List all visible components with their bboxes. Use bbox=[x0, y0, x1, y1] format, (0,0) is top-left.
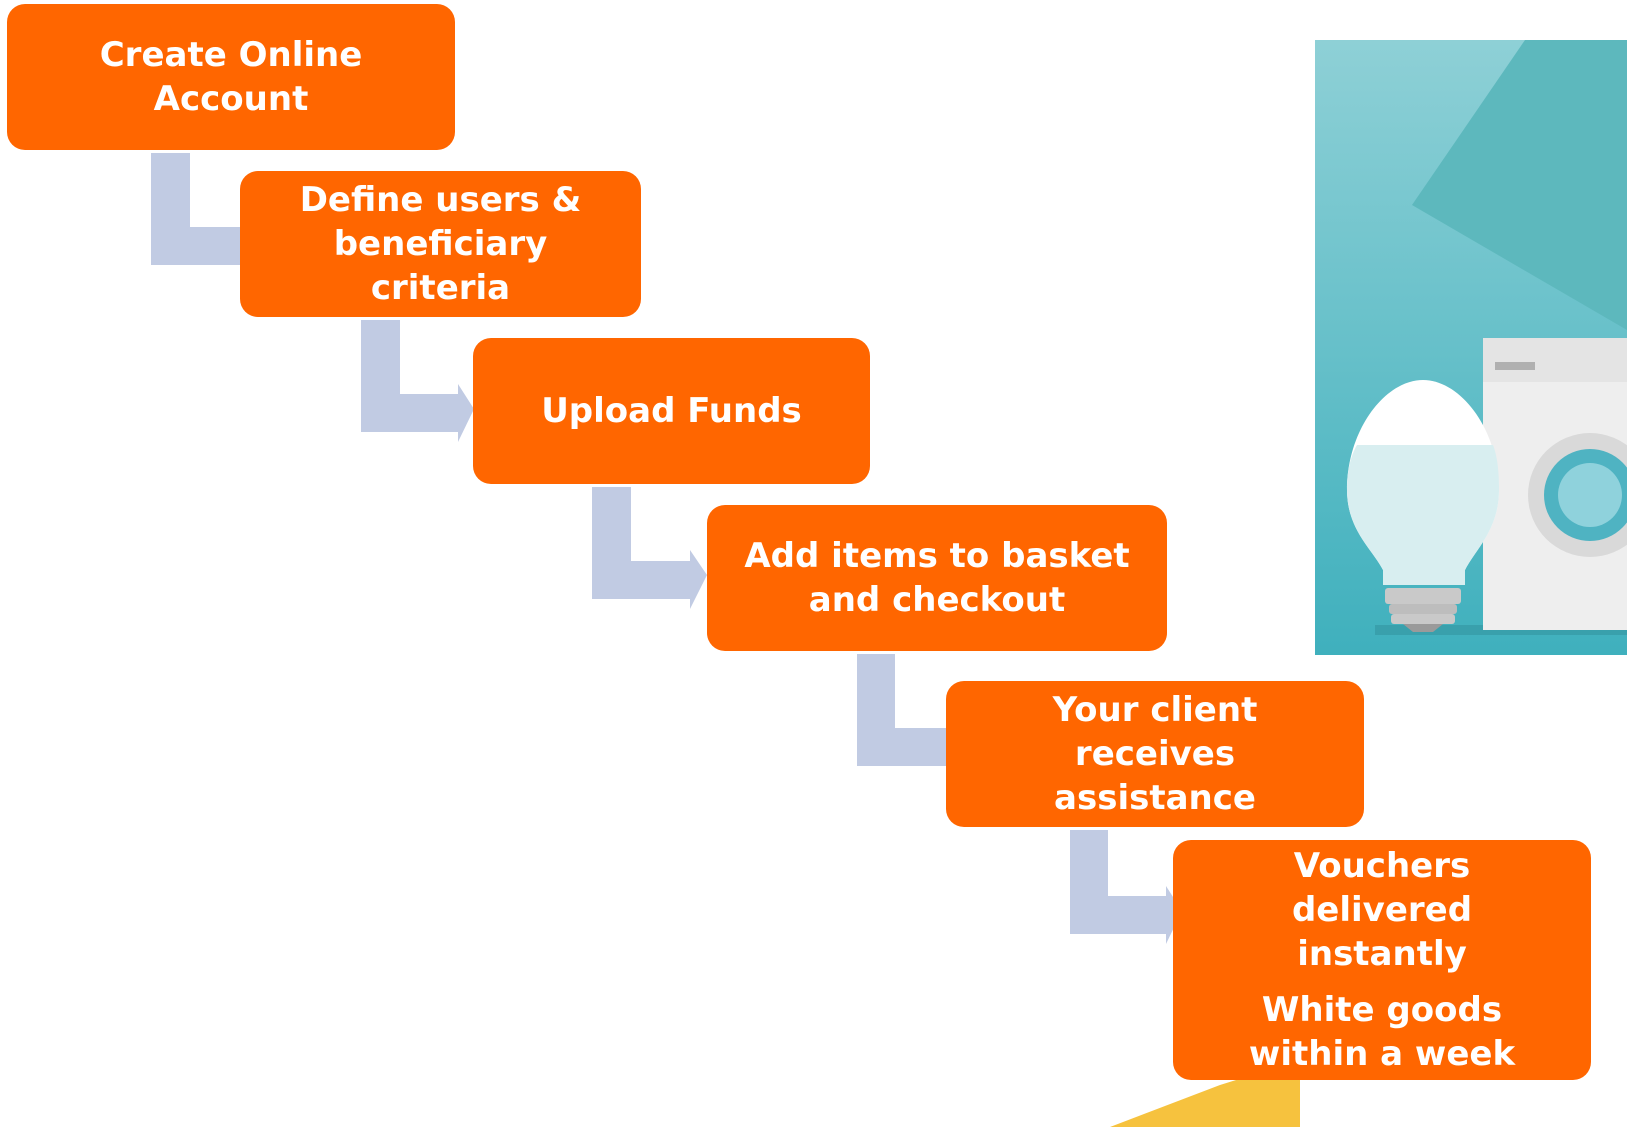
step-add-items-checkout: Add items to basket and checkout bbox=[707, 505, 1167, 651]
step-2-line-1: Define users & bbox=[299, 180, 582, 220]
step-vouchers-delivered: Vouchers delivered instantly White goods… bbox=[1173, 840, 1591, 1080]
step-4-line-1: Add items to basket bbox=[744, 536, 1130, 576]
step-6-line-3: instantly bbox=[1297, 934, 1467, 974]
connector-arrow-5 bbox=[1070, 830, 1182, 944]
step-upload-funds: Upload Funds bbox=[473, 338, 870, 484]
step-5-line-3: assistance bbox=[1054, 778, 1256, 818]
step-6-line-1: Vouchers bbox=[1293, 846, 1471, 886]
step-client-receives-assistance: Your client receives assistance bbox=[946, 681, 1364, 827]
step-1-line-2: Account bbox=[153, 79, 309, 119]
washing-machine-icon bbox=[1483, 338, 1627, 630]
step-6-sub-line-1: White goods bbox=[1261, 990, 1503, 1030]
step-5-line-1: Your client bbox=[1052, 690, 1258, 730]
lightbulb-icon bbox=[1347, 380, 1499, 632]
step-6-line-2: delivered bbox=[1291, 890, 1473, 930]
step-4-line-2: and checkout bbox=[808, 580, 1066, 620]
step-2-line-3: criteria bbox=[370, 268, 511, 308]
connector-arrow-1 bbox=[151, 153, 241, 265]
step-define-users: Define users & beneficiary criteria bbox=[240, 171, 641, 317]
step-3-line-1: Upload Funds bbox=[541, 391, 802, 431]
appliance-illustration bbox=[1315, 40, 1627, 655]
step-6-sub-line-2: within a week bbox=[1248, 1034, 1516, 1074]
connector-arrow-4 bbox=[857, 654, 947, 766]
connector-arrow-2 bbox=[361, 320, 474, 442]
step-1-line-1: Create Online bbox=[99, 35, 363, 75]
step-5-line-2: receives bbox=[1074, 734, 1236, 774]
step-2-line-2: beneficiary bbox=[333, 224, 548, 264]
connector-arrow-3 bbox=[592, 487, 707, 609]
step-create-online-account: Create Online Account bbox=[7, 4, 455, 150]
